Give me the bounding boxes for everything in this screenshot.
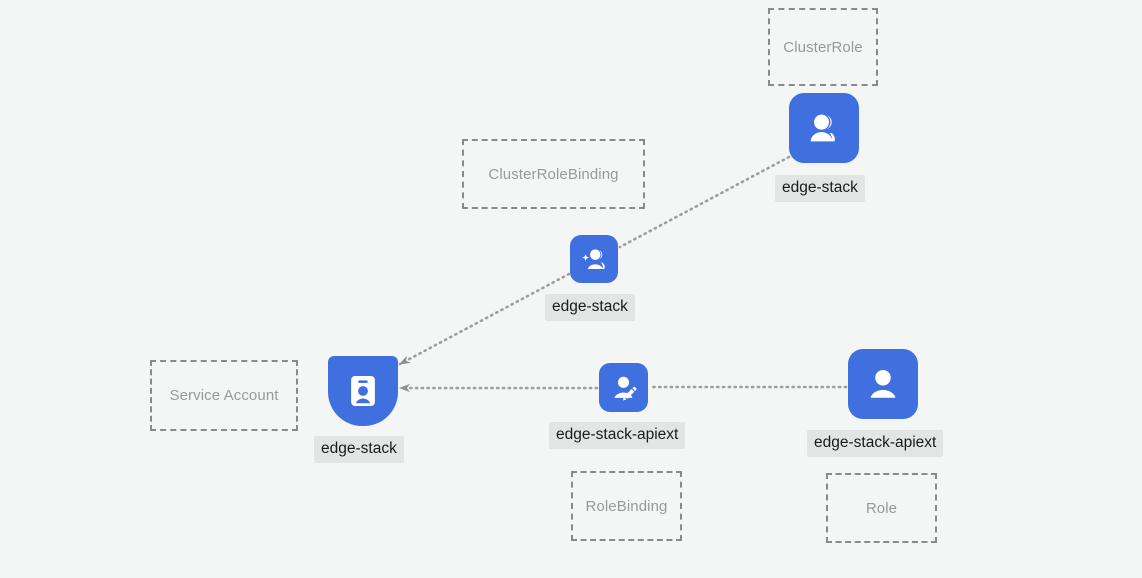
person-icon [863,364,903,404]
clusterrole-node-label: edge-stack [775,175,865,202]
edge-clusterrolebinding-to-serviceaccount [398,272,571,366]
service-account-node-icon[interactable] [328,356,398,426]
person-edit-icon [608,372,639,403]
role-node-icon[interactable] [848,349,918,419]
kind-label-role: Role [865,499,898,517]
two-people-icon [804,108,844,148]
kind-label-rolebinding: RoleBinding [585,497,668,515]
id-badge-icon [344,372,382,410]
role-node-label: edge-stack-apiext [807,430,944,457]
rolebinding-node-icon[interactable] [599,363,648,412]
clusterrole-node-icon[interactable] [789,93,859,163]
kind-box-role: Role [826,473,937,543]
kind-box-clusterrole: ClusterRole [768,8,878,86]
kind-box-service-account: Service Account [150,360,298,431]
service-account-node-label: edge-stack [314,436,404,463]
clusterrolebinding-node-icon[interactable] [570,235,618,283]
clusterrolebinding-node-label: edge-stack [545,294,635,321]
kind-label-clusterrole: ClusterRole [783,38,863,56]
edge-clusterrole-to-clusterrolebinding [618,155,791,249]
person-add-icon [579,244,609,274]
kind-label-clusterrolebinding: ClusterRoleBinding [488,165,619,183]
kind-box-clusterrolebinding: ClusterRoleBinding [462,139,645,209]
kind-label-service-account: Service Account [169,387,279,404]
kind-box-rolebinding: RoleBinding [571,471,682,541]
rolebinding-node-label: edge-stack-apiext [549,422,686,449]
